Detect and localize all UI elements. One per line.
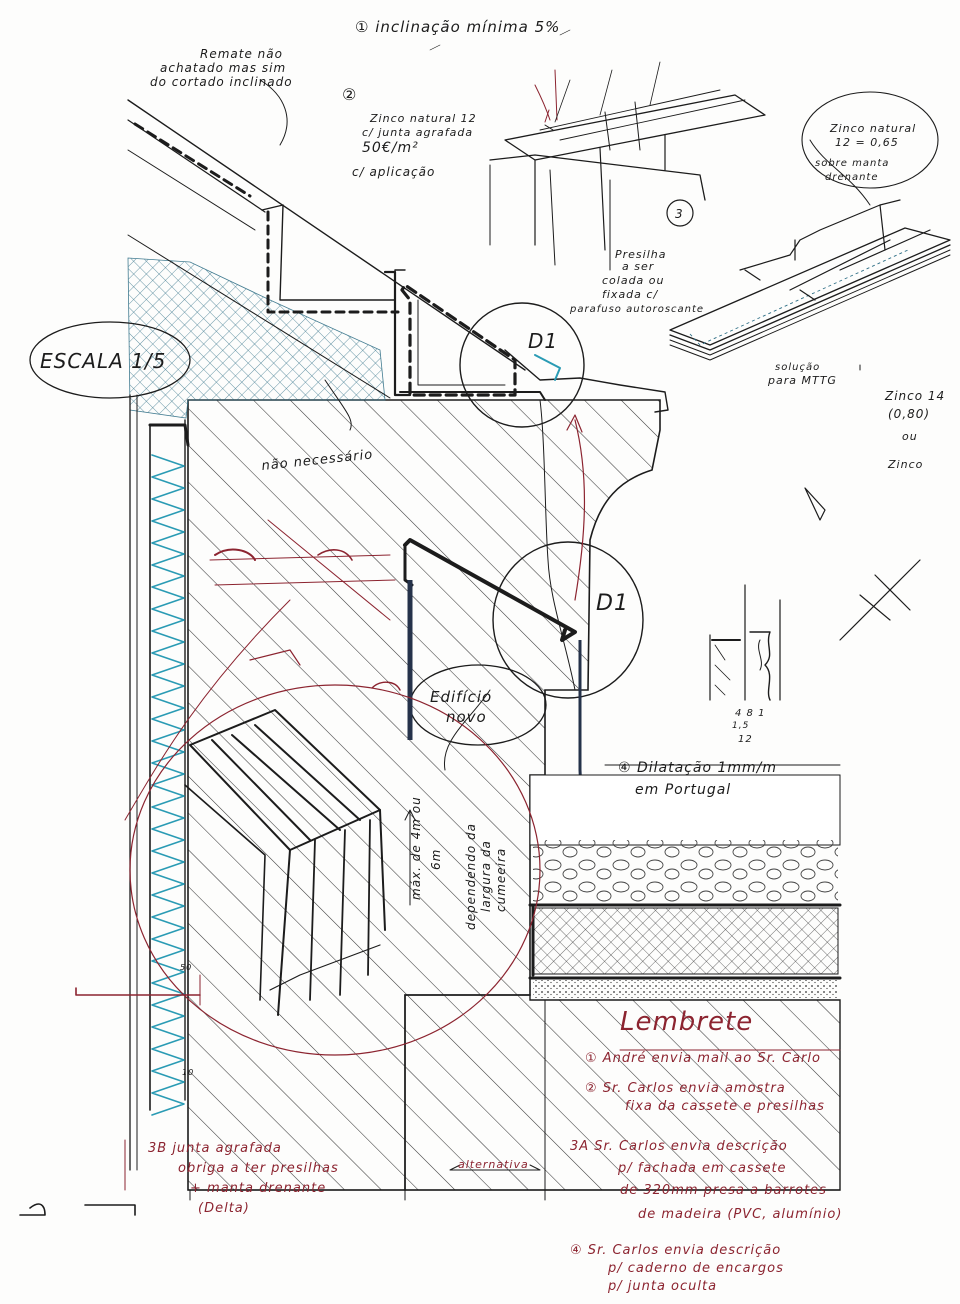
reminder-3a-2: p/ fachada em cassete bbox=[617, 1161, 787, 1176]
label-presilha-2: a ser bbox=[622, 260, 655, 273]
label-d1-mid: D1 bbox=[596, 591, 629, 616]
roof-slope bbox=[127, 99, 669, 413]
reminder-3b-1: 3B junta agrafada bbox=[148, 1141, 282, 1156]
label-dim-1: 4 8 1 bbox=[735, 708, 765, 719]
label-zinco-price: 50€/m² bbox=[362, 140, 419, 156]
label-remate-1: Remate não bbox=[200, 47, 283, 61]
label-zinco14-1: Zinco 14 bbox=[884, 389, 945, 403]
red-annotations bbox=[75, 69, 841, 1191]
terrace-build-up bbox=[528, 774, 842, 998]
reminder-3b-3: + manta drenante bbox=[190, 1181, 326, 1196]
insulation-upper bbox=[127, 257, 386, 419]
label-top-note: ① inclinação mínima 5% bbox=[355, 18, 560, 36]
label-drainage-2: em Portugal bbox=[635, 782, 731, 798]
label-num-3: 3 bbox=[675, 207, 684, 221]
label-remate-3: do cortado inclinado bbox=[150, 75, 293, 89]
label-dim-3: 12 bbox=[738, 734, 753, 745]
label-zinco14-4: Zinco bbox=[887, 458, 923, 471]
label-presilha-5: parafuso autoroscante bbox=[569, 304, 704, 315]
label-presilha-4: fixada c/ bbox=[602, 288, 658, 301]
label-solucao-1: solução bbox=[775, 362, 820, 373]
label-num-2: ② bbox=[342, 85, 357, 104]
label-zinco14-2: (0,80) bbox=[888, 407, 930, 421]
label-escala: ESCALA 1/5 bbox=[40, 349, 166, 373]
label-edificio-1: Edifício bbox=[430, 688, 492, 706]
reminder-3a-1: 3A Sr. Carlos envia descrição bbox=[570, 1139, 788, 1154]
label-remate-2: achatado mas sim bbox=[160, 61, 286, 75]
label-vert-5: cumeeira bbox=[494, 848, 508, 912]
reminder-3b-2: obriga a ter presilhas bbox=[178, 1161, 339, 1176]
ink-labels: ① inclinação mínima 5% Remate não achata… bbox=[40, 18, 945, 1077]
reminder-4-1: ④ Sr. Carlos envia descrição bbox=[570, 1243, 781, 1258]
label-zinco-1: Zinco natural 12 bbox=[369, 112, 477, 125]
reminder-4-2: p/ caderno de encargos bbox=[607, 1261, 784, 1276]
gravel-sketch bbox=[184, 709, 386, 1016]
label-mark-10: 10 bbox=[182, 1068, 194, 1077]
reminder-3a-3: de 320mm presa a barrotes bbox=[620, 1183, 827, 1198]
label-zinco-3: c/ aplicação bbox=[352, 165, 435, 179]
label-zinco-2: c/ junta agrafada bbox=[362, 126, 473, 139]
label-zinco-r1: Zinco natural bbox=[829, 122, 916, 135]
joint-detail bbox=[709, 584, 781, 701]
label-zinco-r4: drenante bbox=[825, 172, 879, 183]
label-dim-2: 1,5 bbox=[732, 721, 749, 731]
reminder-1: ① André envia mail ao Sr. Carlo bbox=[585, 1051, 821, 1066]
label-vert-3: dependendo da bbox=[464, 823, 478, 930]
reminder-2a: ② Sr. Carlos envia amostra bbox=[585, 1081, 786, 1096]
label-vert-2: 6m bbox=[429, 849, 443, 870]
label-vert-4: largura da bbox=[479, 840, 493, 912]
label-alternativa: alternativa bbox=[458, 1158, 529, 1171]
red-labels: Lembrete ① André envia mail ao Sr. Carlo… bbox=[148, 1007, 842, 1294]
zinc-panel-iso bbox=[489, 61, 766, 271]
reminder-4-3: p/ junta oculta bbox=[607, 1279, 717, 1294]
label-zinco-r3: sobre manta bbox=[815, 158, 889, 169]
mttg-panel-iso bbox=[669, 91, 951, 641]
label-lembrete: Lembrete bbox=[620, 1007, 753, 1037]
label-presilha-1: Presilha bbox=[615, 248, 666, 261]
label-edificio-2: novo bbox=[446, 708, 487, 726]
label-solucao-2: para MTTG bbox=[767, 374, 837, 387]
label-zinco14-3: ou bbox=[902, 430, 918, 443]
misc-ink bbox=[19, 29, 861, 1216]
detail-circles bbox=[29, 302, 644, 771]
label-mark-50: 50 bbox=[180, 963, 192, 972]
facade-cladding bbox=[129, 394, 190, 1171]
concrete-wall bbox=[187, 399, 841, 1191]
label-presilha-3: colada ou bbox=[602, 274, 665, 287]
label-d1-top: D1 bbox=[528, 329, 558, 353]
reminder-2b: fixa da cassete e presilhas bbox=[625, 1099, 825, 1114]
label-vert-1: máx. de 4m ou bbox=[409, 796, 423, 900]
label-zinco-r2: 12 = 0,65 bbox=[835, 136, 899, 149]
label-drainage-1: ④ Dilatação 1mm/m bbox=[618, 760, 777, 776]
reminder-3a-4: de madeira (PVC, alumínio) bbox=[638, 1207, 842, 1222]
reminder-3b-4: (Delta) bbox=[198, 1201, 250, 1216]
